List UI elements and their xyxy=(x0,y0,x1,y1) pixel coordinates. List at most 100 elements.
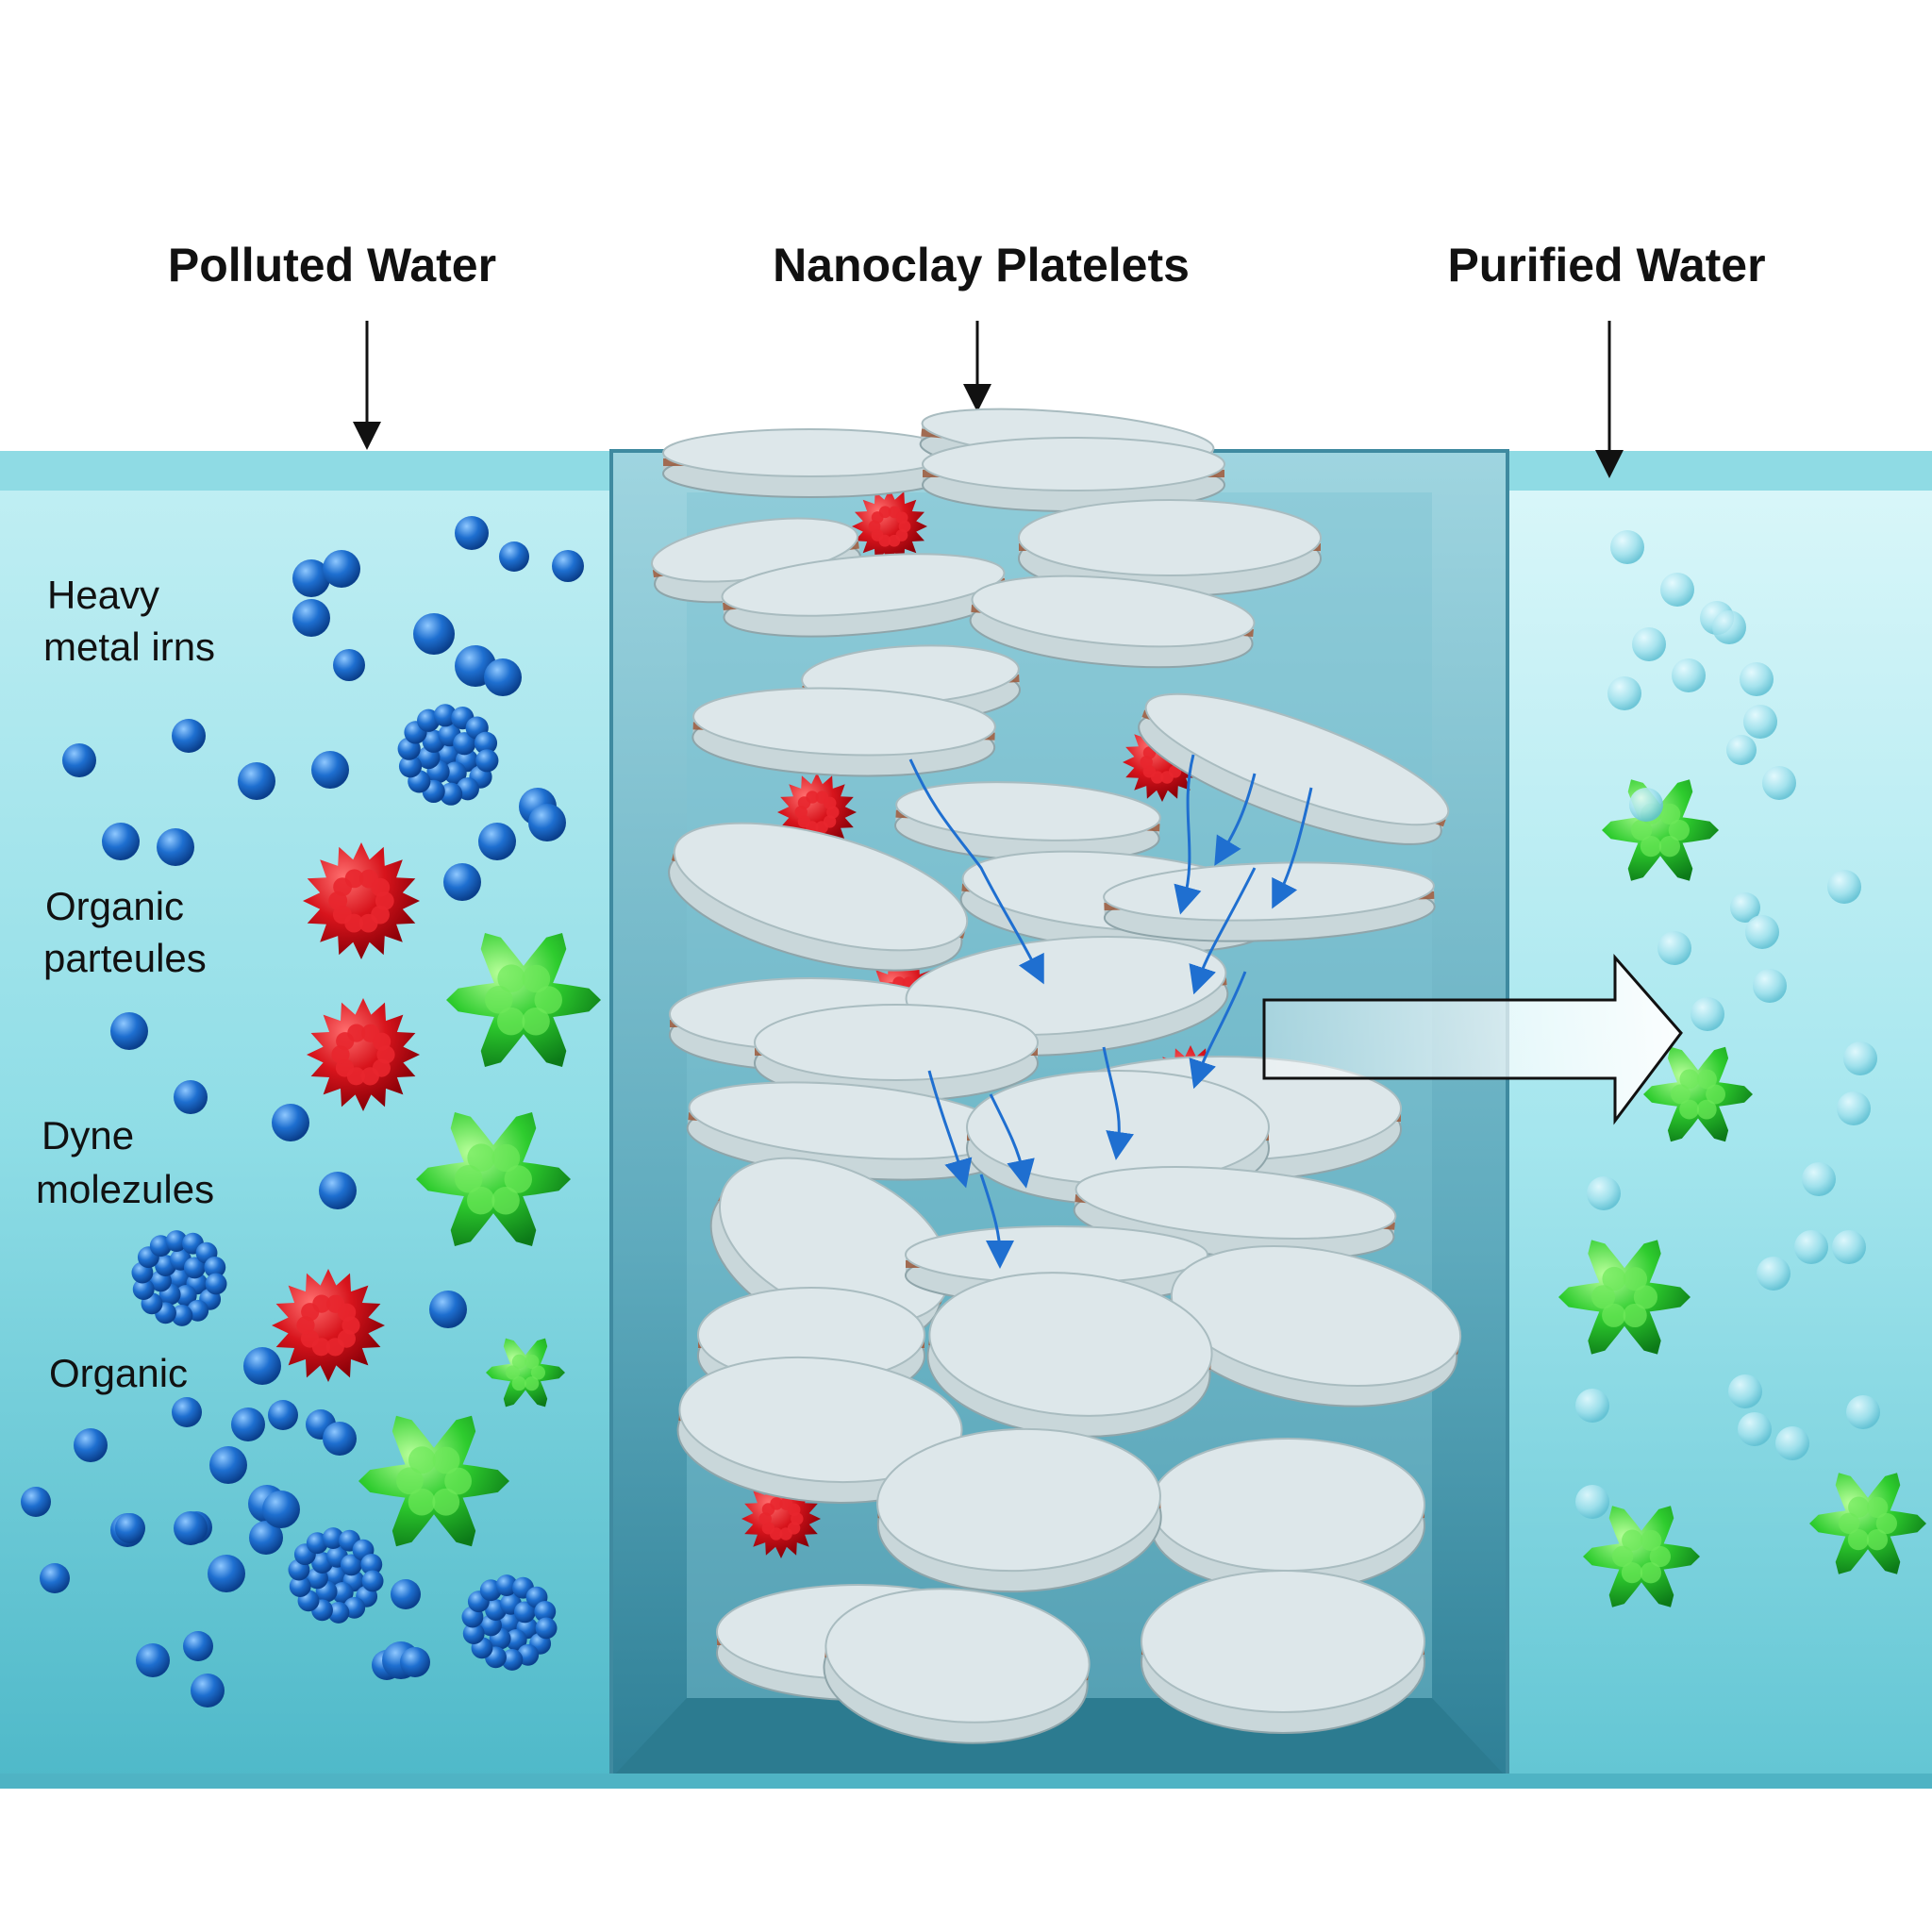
tank-bottom-rim xyxy=(0,1774,1932,1789)
clean-water-droplet-icon xyxy=(1802,1162,1836,1196)
adsorption-path xyxy=(927,1070,973,1189)
nanoclay-platelet xyxy=(922,437,1225,512)
heavy-metal-ion-icon xyxy=(391,1579,421,1609)
heavy-metal-ion-icon xyxy=(209,1446,247,1484)
clean-water-droplet-icon xyxy=(1575,1485,1609,1519)
heavy-metal-ion-icon xyxy=(528,804,566,841)
heavy-metal-ion-icon xyxy=(292,559,330,597)
clean-water-droplet-icon xyxy=(1712,610,1746,644)
heavy-metal-ion-icon xyxy=(110,1012,148,1050)
heavy-metal-ion-icon xyxy=(268,1400,298,1430)
nanoclay-platelet xyxy=(1141,1570,1425,1734)
heavy-metal-ion-icon xyxy=(262,1491,300,1528)
heading-purified-water: Purified Water xyxy=(1447,239,1765,291)
dye-molecules xyxy=(358,779,1926,1607)
heavy-metal-ion-icon xyxy=(115,1513,145,1543)
nanoclay-platelet xyxy=(1150,1438,1425,1592)
red-spiky-particle-icon xyxy=(272,1269,385,1382)
heavy-metal-ion-icon xyxy=(499,541,529,572)
nanoclay-platelet xyxy=(668,822,969,972)
clean-water-droplet-icon xyxy=(1575,1389,1609,1423)
heavy-metal-ion-icon xyxy=(311,751,349,789)
label-organic-2: parteules xyxy=(43,936,207,980)
clean-water-droplet-icon xyxy=(1607,676,1641,710)
green-blob-molecule-icon xyxy=(446,933,601,1067)
heavy-metal-ion-icon xyxy=(157,828,194,866)
heavy-metal-ion-icon xyxy=(172,1397,202,1427)
heavy-metal-ion-icon xyxy=(413,613,455,655)
red-spiky-particle-icon xyxy=(303,842,420,959)
label-heavy-metal-2: metal irns xyxy=(43,625,215,669)
red-spiky-particle-icon xyxy=(852,489,927,564)
nanoclay-platelet xyxy=(676,1356,963,1504)
label-heavy-metal-1: Heavy xyxy=(47,573,159,617)
clean-water-droplet-icon xyxy=(1832,1230,1866,1264)
heavy-metal-ion-icon xyxy=(249,1521,283,1555)
heavy-metal-ion-icon xyxy=(21,1487,51,1517)
green-blob-molecule-icon xyxy=(416,1112,571,1246)
nanoclay-platelet xyxy=(691,687,996,777)
green-blob-molecule-icon xyxy=(1809,1473,1926,1574)
green-blob-molecule-icon xyxy=(1643,1046,1753,1142)
heading-polluted-water: Polluted Water xyxy=(168,239,496,291)
clean-water-droplet-icon xyxy=(1738,1412,1772,1446)
label-dyne-2: molezules xyxy=(36,1167,214,1211)
clean-water-droplet-icon xyxy=(1843,1041,1877,1075)
adsorption-path xyxy=(1189,867,1257,995)
clean-water-droplet-icon xyxy=(1740,662,1774,696)
heavy-metal-ion-icon xyxy=(231,1407,265,1441)
heavy-metal-ion-icon xyxy=(319,1172,357,1209)
adsorption-path xyxy=(1214,773,1257,866)
nanoclay-platelet xyxy=(823,1588,1091,1744)
clean-water-droplet-icon xyxy=(1846,1395,1880,1429)
heavy-metal-ions xyxy=(21,516,584,1707)
heavy-metal-ion-icon xyxy=(208,1555,245,1592)
red-spiky-particle-icon xyxy=(307,998,420,1111)
clean-water-droplet-icon xyxy=(1672,658,1706,692)
adsorption-path xyxy=(1102,1046,1134,1160)
heavy-metal-ion-icon xyxy=(323,1422,357,1456)
heavy-metal-ion-icon xyxy=(62,743,96,777)
clean-water-droplet-icon xyxy=(1753,969,1787,1003)
green-blob-molecule-icon xyxy=(1583,1506,1700,1607)
heavy-metal-ion-icon xyxy=(238,762,275,800)
adsorption-path xyxy=(989,1093,1035,1189)
clean-water-droplet-icon xyxy=(1690,997,1724,1031)
clean-water-droplet-icon xyxy=(1629,788,1663,822)
heavy-metal-ion-icon xyxy=(183,1631,213,1661)
adsorption-path xyxy=(1272,787,1313,909)
heavy-metal-ion-icon xyxy=(400,1647,430,1677)
nanoclay-platelet xyxy=(1167,1244,1462,1407)
nanoclay-platelet xyxy=(662,428,957,498)
heavy-metal-ion-icon xyxy=(333,649,365,681)
clean-water-droplet-icon xyxy=(1610,530,1644,564)
nanoclay-platelet xyxy=(754,1004,1039,1102)
heavy-metal-ion-icon xyxy=(484,658,522,696)
adsorption-path xyxy=(1189,971,1247,1090)
heavy-metal-ion-icon xyxy=(429,1291,467,1328)
clean-water-droplet-icon xyxy=(1762,766,1796,800)
nanoclay-platelet-stack xyxy=(650,408,1462,1744)
label-organic-1: Organic xyxy=(45,884,184,928)
heavy-metal-ion-icon xyxy=(243,1347,281,1385)
clean-water-droplet-icon xyxy=(1632,627,1666,661)
adsorption-path xyxy=(1174,754,1202,915)
heavy-metal-ion-icon xyxy=(174,1080,208,1114)
clean-water-droplet-icon xyxy=(1730,892,1760,923)
heavy-metal-ion-icon xyxy=(455,516,489,550)
nanoclay-platelet xyxy=(926,1272,1213,1438)
clean-water-droplet-icon xyxy=(1728,1374,1762,1408)
nanoclay-platelet xyxy=(721,553,1008,638)
clean-water-droplet-icon xyxy=(1587,1176,1621,1210)
nanoclay-platelet xyxy=(1138,692,1450,845)
heavy-metal-ion-icon xyxy=(292,599,330,637)
heading-nanoclay-platelets: Nanoclay Platelets xyxy=(773,239,1190,291)
clean-water-droplet-icon xyxy=(1657,931,1691,965)
adsorption-paths xyxy=(908,754,1313,1269)
clean-water-droplet-icon xyxy=(1757,1257,1790,1291)
green-blob-molecule-icon xyxy=(1602,779,1719,881)
clean-water-droplet-icon xyxy=(1827,870,1861,904)
heavy-metal-ion-icon xyxy=(172,719,206,753)
heavy-metal-ion-icon xyxy=(40,1563,70,1593)
blue-cluster-icon xyxy=(131,1230,227,1326)
